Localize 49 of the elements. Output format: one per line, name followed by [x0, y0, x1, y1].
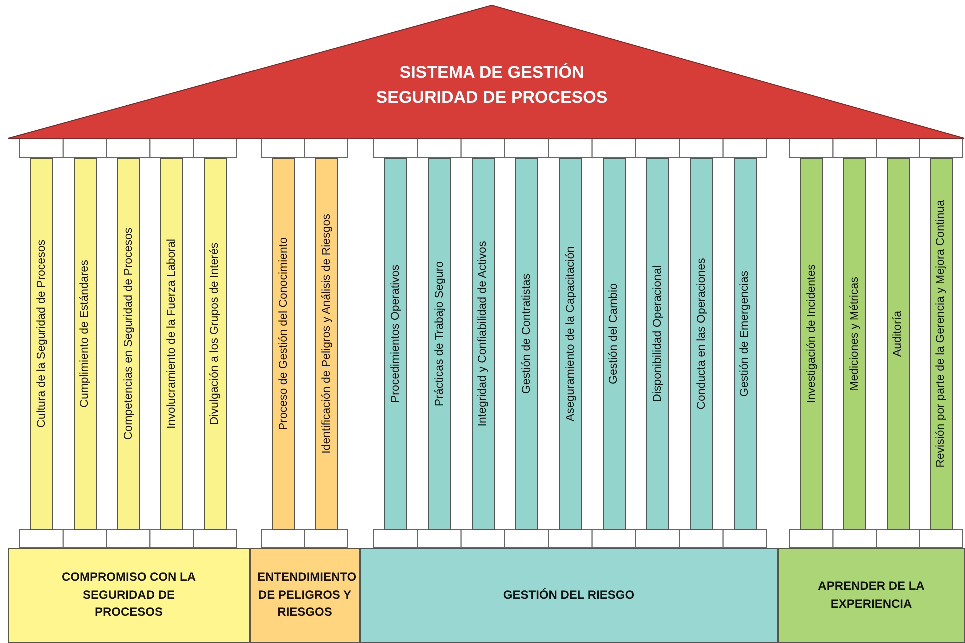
foundation-label: COMPROMISO CON LA SEGURIDAD DE PROCESOS	[61, 569, 197, 622]
pillar-label: Disponibilidad Operacional	[650, 264, 665, 404]
pillar	[272, 158, 295, 530]
foundation-block	[778, 548, 965, 643]
pillar	[734, 158, 757, 530]
pillar-label: Integridad y Confiabilidad de Activos	[476, 240, 490, 429]
pillar-label: Revisión por parte de la Gerencia y Mejora Continua	[934, 199, 948, 470]
pillar-label: Identificación de Peligros y Análisis de Riesgos	[320, 213, 334, 456]
foundation-block	[8, 548, 250, 643]
pillar	[559, 158, 582, 530]
roof-pediment	[8, 5, 965, 139]
pillar	[800, 158, 824, 530]
pillar	[690, 158, 713, 530]
pillar-label: Proceso de Gestión del Conocimiento	[276, 236, 290, 433]
pillar	[74, 158, 97, 530]
pillar-label: Procedimientos Operativos	[388, 264, 403, 406]
pillar	[602, 158, 626, 530]
pillar-label: Gestión del Cambio	[607, 282, 622, 386]
pillar-label: Conducta en las Operaciones	[694, 257, 708, 412]
pillar-label: Involucramiento de la Fuerza Laboral	[164, 238, 179, 431]
pillar	[30, 158, 54, 530]
pillar	[646, 158, 670, 530]
pillar	[117, 158, 140, 530]
foundation-block	[360, 548, 778, 643]
pillar-label: Auditoría	[891, 310, 906, 360]
pillar-label: Investigación de Incidentes	[804, 264, 819, 406]
pillar	[204, 158, 227, 530]
foundation-label: APRENDER DE LA EXPERIENCIA	[817, 578, 926, 612]
pillar-label: Gestión de Contratistas	[520, 272, 534, 396]
pillar	[843, 158, 866, 530]
pillar	[315, 158, 338, 530]
pillar	[515, 158, 538, 530]
pillar-label: Cumplimiento de Estándares	[78, 259, 92, 410]
pillar-label: Aseguramiento de la Capacitación	[564, 245, 578, 424]
foundation-block	[250, 548, 360, 643]
roof-title: SISTEMA DE GESTIÓN SEGURIDAD DE PROCESOS	[375, 62, 609, 109]
pillar	[384, 158, 408, 530]
pillar-label: Mediciones y Métricas	[848, 276, 862, 393]
pillar-label: Prácticas de Trabajo Seguro	[432, 260, 446, 409]
pillar	[472, 158, 495, 530]
pillar	[930, 158, 953, 530]
foundation-label: GESTIÓN DEL RIESGO	[503, 586, 635, 604]
pillar-label: Divulgación a los Grupos de Interés	[208, 242, 222, 428]
pillar-label: Competencias en Seguridad de Procesos	[122, 226, 136, 442]
pillar	[428, 158, 451, 530]
pillar	[160, 158, 184, 530]
pillar	[886, 158, 910, 530]
pillar-label: Gestión de Emergencias	[738, 270, 752, 399]
pillar-label: Cultura de la Seguridad de Procesos	[34, 239, 49, 430]
